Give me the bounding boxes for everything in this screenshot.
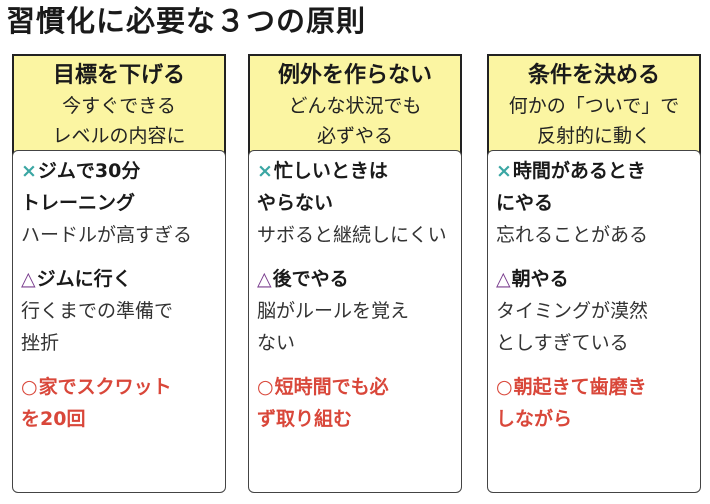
bad-reason: ハードルが高すぎる — [21, 224, 193, 246]
circle-mark-icon: ○ — [21, 376, 38, 398]
example-box-2: ×忙しいときは やらない サボると継続しにくい △後でやる 脳がルールを覚え な… — [248, 150, 462, 493]
meh-reason: 脳がルールを覚え — [257, 300, 410, 322]
good-example: しながら — [496, 408, 573, 430]
cross-mark-icon: × — [257, 160, 273, 182]
principle-box: 目標を下げる 今すぐできる レベルの内容に — [12, 54, 226, 165]
good-example: 家でスクワット — [38, 376, 172, 398]
example-box-1: ×ジムで30分 トレーニング ハードルが高すぎる △ジムに行く 行くまでの準備で… — [12, 150, 226, 493]
good-example: 短時間でも必 — [274, 376, 389, 398]
meh-reason: 行くまでの準備で — [21, 300, 174, 322]
meh-reason: 挫折 — [21, 332, 60, 354]
triangle-mark-icon: △ — [21, 268, 36, 290]
good-example: 朝起きて歯磨き — [513, 376, 647, 398]
bad-reason: サボると継続しにくい — [257, 224, 447, 246]
bad-example: ジムで30分 — [37, 160, 141, 182]
principle-sub-line: 今すぐできる — [62, 95, 176, 117]
bad-reason: 忘れることがある — [496, 224, 649, 246]
meh-reason: タイミングが漠然 — [496, 300, 649, 322]
circle-mark-icon: ○ — [496, 376, 513, 398]
principle-heading: 例外を作らない — [277, 63, 432, 88]
bad-example: 忙しいときは — [273, 160, 388, 182]
principle-sub-line: 何かの「ついで」で — [508, 95, 680, 117]
meh-example: 後でやる — [272, 268, 349, 290]
principle-sub-line: 必ずやる — [316, 125, 393, 147]
bad-example: 時間があるとき — [512, 160, 646, 182]
cross-mark-icon: × — [21, 160, 37, 182]
bad-example: トレーニング — [21, 192, 136, 214]
meh-example: 朝やる — [511, 268, 569, 290]
cross-mark-icon: × — [496, 160, 512, 182]
bad-example: やらない — [257, 192, 334, 214]
triangle-mark-icon: △ — [496, 268, 511, 290]
principle-heading: 目標を下げる — [52, 63, 185, 88]
bad-example: にやる — [496, 192, 554, 214]
principle-box: 条件を決める 何かの「ついで」で 反射的に動く — [487, 54, 701, 165]
circle-mark-icon: ○ — [257, 376, 274, 398]
triangle-mark-icon: △ — [257, 268, 272, 290]
principle-column-2: 例外を作らない どんな状況でも 必ずやる — [248, 54, 462, 201]
meh-example: ジムに行く — [36, 268, 132, 290]
principle-sub-line: どんな状況でも — [288, 95, 422, 117]
principle-sub-line: レベルの内容に — [52, 125, 186, 147]
good-example: を20回 — [21, 408, 86, 430]
good-example: ず取り組む — [257, 408, 353, 430]
principle-box: 例外を作らない どんな状況でも 必ずやる — [248, 54, 462, 165]
meh-reason: ない — [257, 332, 296, 354]
meh-reason: としすぎている — [496, 332, 629, 354]
example-box-3: ×時間があるとき にやる 忘れることがある △朝やる タイミングが漠然 としすぎ… — [487, 150, 701, 493]
principle-sub-line: 反射的に動く — [536, 125, 651, 147]
principle-column-3: 条件を決める 何かの「ついで」で 反射的に動く — [487, 54, 701, 201]
principle-heading: 条件を決める — [527, 63, 660, 88]
page-title: 習慣化に必要な３つの原則 — [6, 4, 367, 38]
